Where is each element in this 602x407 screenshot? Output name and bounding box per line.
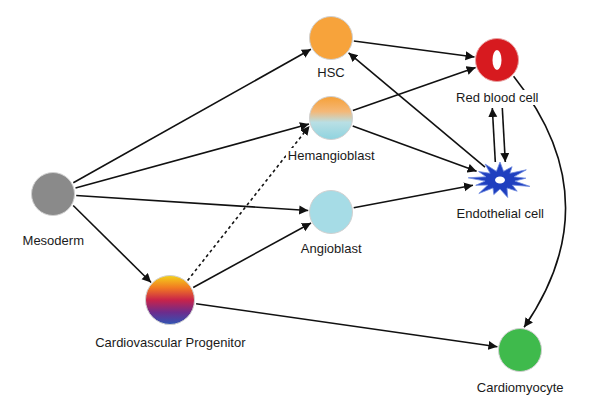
cell-node: Red blood cell — [454, 38, 541, 105]
cell-label: Red blood cell — [454, 90, 540, 105]
lineage-arrow — [354, 41, 475, 57]
lineage-arrow — [73, 49, 311, 182]
cell-node: Endothelial cell — [454, 162, 546, 221]
angioblast-cell — [309, 190, 353, 234]
hemangioblast-cell — [309, 96, 353, 140]
cardiomyocyte-cell — [498, 328, 542, 372]
cell-node: Cardiovascular Progenitor — [93, 275, 248, 350]
lineage-arrow — [193, 223, 311, 288]
cell-label: HSC — [315, 65, 346, 80]
endothelial-cell — [468, 162, 532, 198]
cell-node: Hemangioblast — [286, 96, 377, 163]
cell-label: Angioblast — [299, 241, 364, 256]
lineage-arrow — [76, 196, 308, 211]
hsc-cell — [309, 16, 353, 60]
lineage-arrow — [514, 76, 566, 327]
cell-node: Angioblast — [299, 190, 364, 256]
cardiovascular-progenitor — [145, 275, 195, 325]
lineage-arrow — [354, 185, 473, 208]
mesoderm-cell — [31, 172, 75, 216]
cell-node: Mesoderm — [20, 172, 86, 248]
lineage-arrow — [492, 108, 495, 162]
cell-node: Cardiomyocyte — [475, 328, 566, 395]
cell-label: Mesoderm — [21, 233, 86, 248]
cell-label: Cardiomyocyte — [475, 380, 566, 395]
red-blood-cell — [475, 38, 519, 82]
cell-label: Cardiovascular Progenitor — [93, 335, 247, 350]
cell-label: Endothelial cell — [455, 206, 546, 221]
lineage-arrow — [76, 124, 310, 188]
cell-label: Hemangioblast — [286, 148, 377, 163]
lineage-arrow — [502, 108, 505, 162]
cell-node: HSC — [309, 16, 353, 80]
